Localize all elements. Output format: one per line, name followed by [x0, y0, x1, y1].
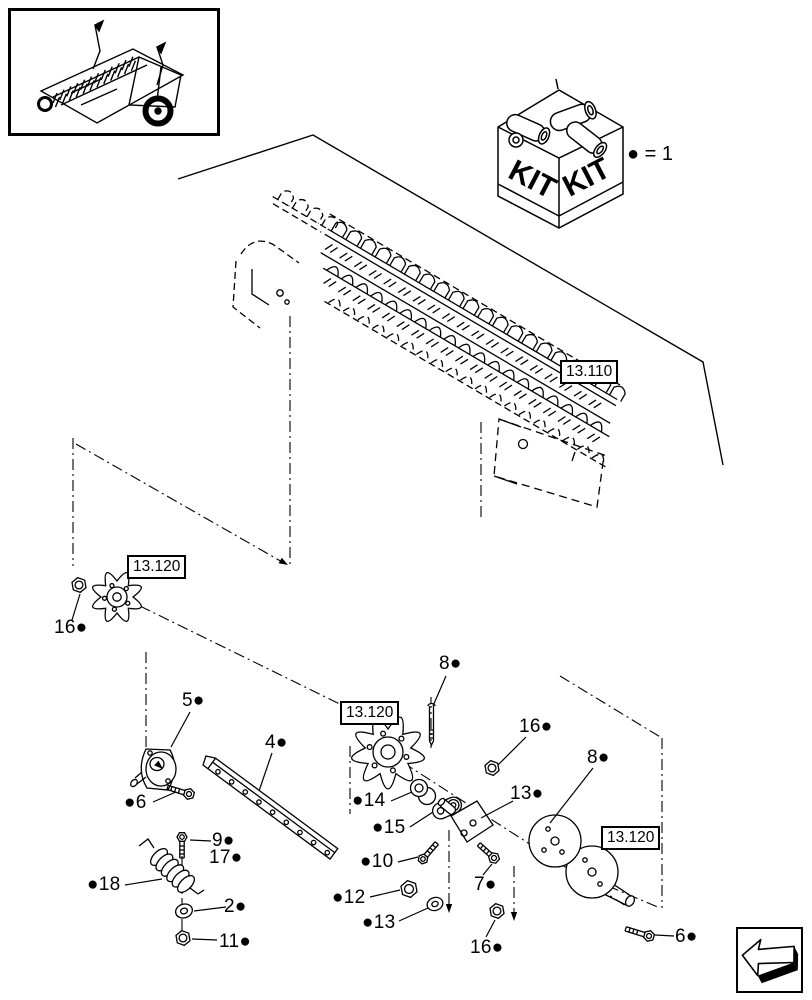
page-continuation-arrow	[736, 927, 803, 993]
callout-13_right: 13●	[510, 784, 544, 803]
ref-box-13120-left[interactable]: 13.120	[127, 555, 187, 579]
callout-text: 2●	[224, 896, 247, 917]
pickup-band-art	[232, 190, 626, 508]
ref-label: 13.120	[133, 558, 181, 575]
callout-8_right: 8●	[587, 748, 610, 767]
projection-lines	[72, 316, 663, 932]
callout-text: ●15	[372, 817, 406, 838]
callout-9: 9●	[212, 831, 235, 850]
callout-6_left: ●6	[124, 793, 147, 812]
callout-18: ●18	[87, 875, 121, 894]
callout-5: 5●	[182, 691, 205, 710]
projection-arrowheads	[154, 557, 518, 921]
callout-text: 7●	[474, 874, 497, 895]
machine-sketch-icon	[37, 19, 185, 127]
callout-13_bottom: ●13	[362, 913, 396, 932]
callout-10: ●10	[360, 852, 394, 871]
callout-text: ●13	[362, 912, 396, 933]
callout-12: ●12	[332, 888, 366, 907]
ref-box-13110[interactable]: 13.110	[560, 360, 619, 384]
callout-17: 17●	[209, 848, 243, 867]
callout-14: ●14	[352, 791, 386, 810]
callout-text: 16●	[519, 716, 553, 737]
kit-leader-line	[177, 134, 724, 466]
kit-quantity-legend: ● = 1	[627, 143, 673, 165]
callout-16_right: 16●	[519, 717, 553, 736]
callout-text: 5●	[182, 690, 205, 711]
callout-7: 7●	[474, 875, 497, 894]
machine-thumbnail	[8, 8, 220, 136]
callout-15: ●15	[372, 818, 406, 837]
ref-label: 13.120	[607, 829, 655, 846]
callout-text: 6●	[675, 926, 698, 947]
ref-box-13120-mid[interactable]: 13.120	[340, 701, 400, 725]
ref-box-13120-right[interactable]: 13.120	[601, 826, 661, 850]
callout-4: 4●	[265, 733, 288, 752]
callout-text: 16●	[54, 617, 88, 638]
callout-text: 4●	[265, 732, 288, 753]
callout-2: 2●	[224, 897, 247, 916]
callout-text: 9●	[212, 830, 235, 851]
callout-text: ●6	[124, 792, 147, 813]
callout-16_bottom: 16●	[470, 938, 504, 957]
callout-text: ●18	[87, 874, 121, 895]
ref-label: 13.110	[566, 363, 613, 380]
callout-11: 11●	[219, 932, 251, 951]
callout-text: ●12	[332, 887, 366, 908]
exploded-parts-art	[71, 572, 656, 947]
callout-text: 17●	[209, 847, 243, 868]
callout-text: 8●	[587, 747, 610, 768]
callout-text: 11●	[219, 931, 252, 952]
callout-16_left: 16●	[54, 618, 88, 637]
callout-text: 16●	[470, 937, 504, 958]
callout-text: 8●	[439, 653, 462, 674]
direction-arrow-icon	[741, 938, 799, 984]
callout-text: 13●	[510, 783, 544, 804]
callout-text: ●14	[352, 790, 386, 811]
ref-label: 13.120	[346, 704, 394, 721]
leader-lines	[71, 593, 675, 941]
callout-text: ●10	[360, 851, 394, 872]
callout-8_mid: 8●	[439, 654, 462, 673]
callout-6_right: 6●	[675, 927, 698, 946]
